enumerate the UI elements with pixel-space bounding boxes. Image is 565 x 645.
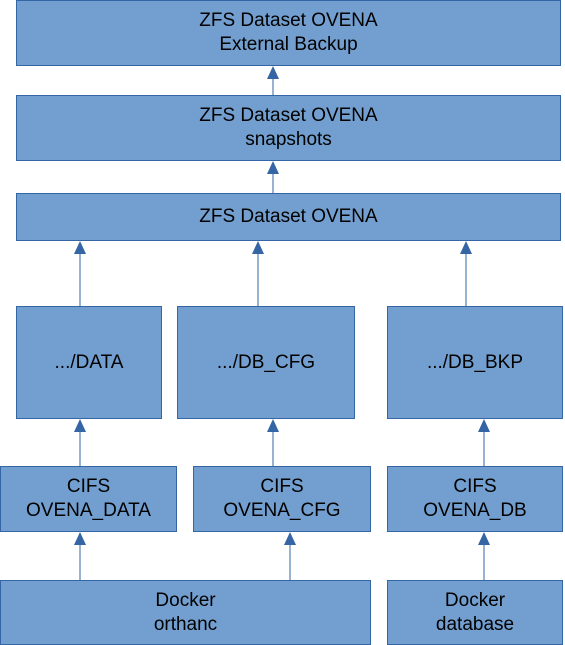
node-line: snapshots	[245, 129, 332, 150]
node-line: OVENA_CFG	[223, 500, 341, 521]
node-line: Docker	[155, 589, 216, 611]
node-line: OVENA_DB	[423, 500, 527, 521]
node-dir-data: .../DATA	[16, 306, 162, 419]
node-cifs-ovena-data: CIFS OVENA_DATA	[0, 466, 177, 532]
node-line: CIFS	[260, 476, 304, 497]
node-zfs-external-backup: ZFS Dataset OVENA External Backup	[16, 0, 561, 66]
node-dir-db-cfg: .../DB_CFG	[177, 306, 355, 419]
edge-cifs-data-to-dir-data	[74, 419, 86, 466]
node-docker-database: Docker database	[387, 580, 563, 645]
node-line: .../DB_BKP	[426, 351, 524, 373]
node-line: .../DB_CFG	[216, 351, 316, 373]
edge-docker-orthanc-to-cifs-data	[74, 532, 86, 580]
node-line: database	[435, 613, 515, 635]
node-line: .../DATA	[54, 351, 124, 373]
node-cifs-ovena-db: CIFS OVENA_DB	[387, 466, 563, 532]
edge-snapshots-to-external	[267, 66, 279, 95]
node-line: orthanc	[153, 613, 218, 635]
edge-dataset-to-snapshots	[267, 161, 279, 193]
edge-dir-db-bkp-to-dataset	[460, 241, 472, 306]
edge-dir-db-cfg-to-dataset	[252, 241, 264, 306]
node-line: ZFS Dataset OVENA	[199, 10, 378, 31]
edge-dir-data-to-dataset	[74, 241, 86, 306]
node-line: ZFS Dataset OVENA	[199, 105, 378, 126]
node-docker-orthanc: Docker orthanc	[0, 580, 371, 645]
node-zfs-dataset: ZFS Dataset OVENA	[16, 193, 561, 241]
node-line: External Backup	[219, 34, 358, 55]
node-cifs-ovena-cfg: CIFS OVENA_CFG	[193, 466, 371, 532]
node-dir-db-bkp: .../DB_BKP	[387, 306, 563, 419]
node-line: ZFS Dataset OVENA	[199, 206, 378, 227]
node-line: CIFS	[66, 476, 111, 497]
edge-docker-database-to-cifs-db	[478, 532, 490, 580]
edge-cifs-db-to-dir-db-bkp	[478, 419, 490, 466]
node-line: Docker	[444, 589, 506, 611]
edge-cifs-cfg-to-dir-db-cfg	[267, 419, 279, 466]
node-line: CIFS	[453, 476, 497, 497]
node-line: OVENA_DATA	[26, 500, 151, 521]
node-zfs-snapshots: ZFS Dataset OVENA snapshots	[16, 95, 561, 161]
edge-docker-orthanc-to-cifs-cfg	[284, 532, 296, 580]
